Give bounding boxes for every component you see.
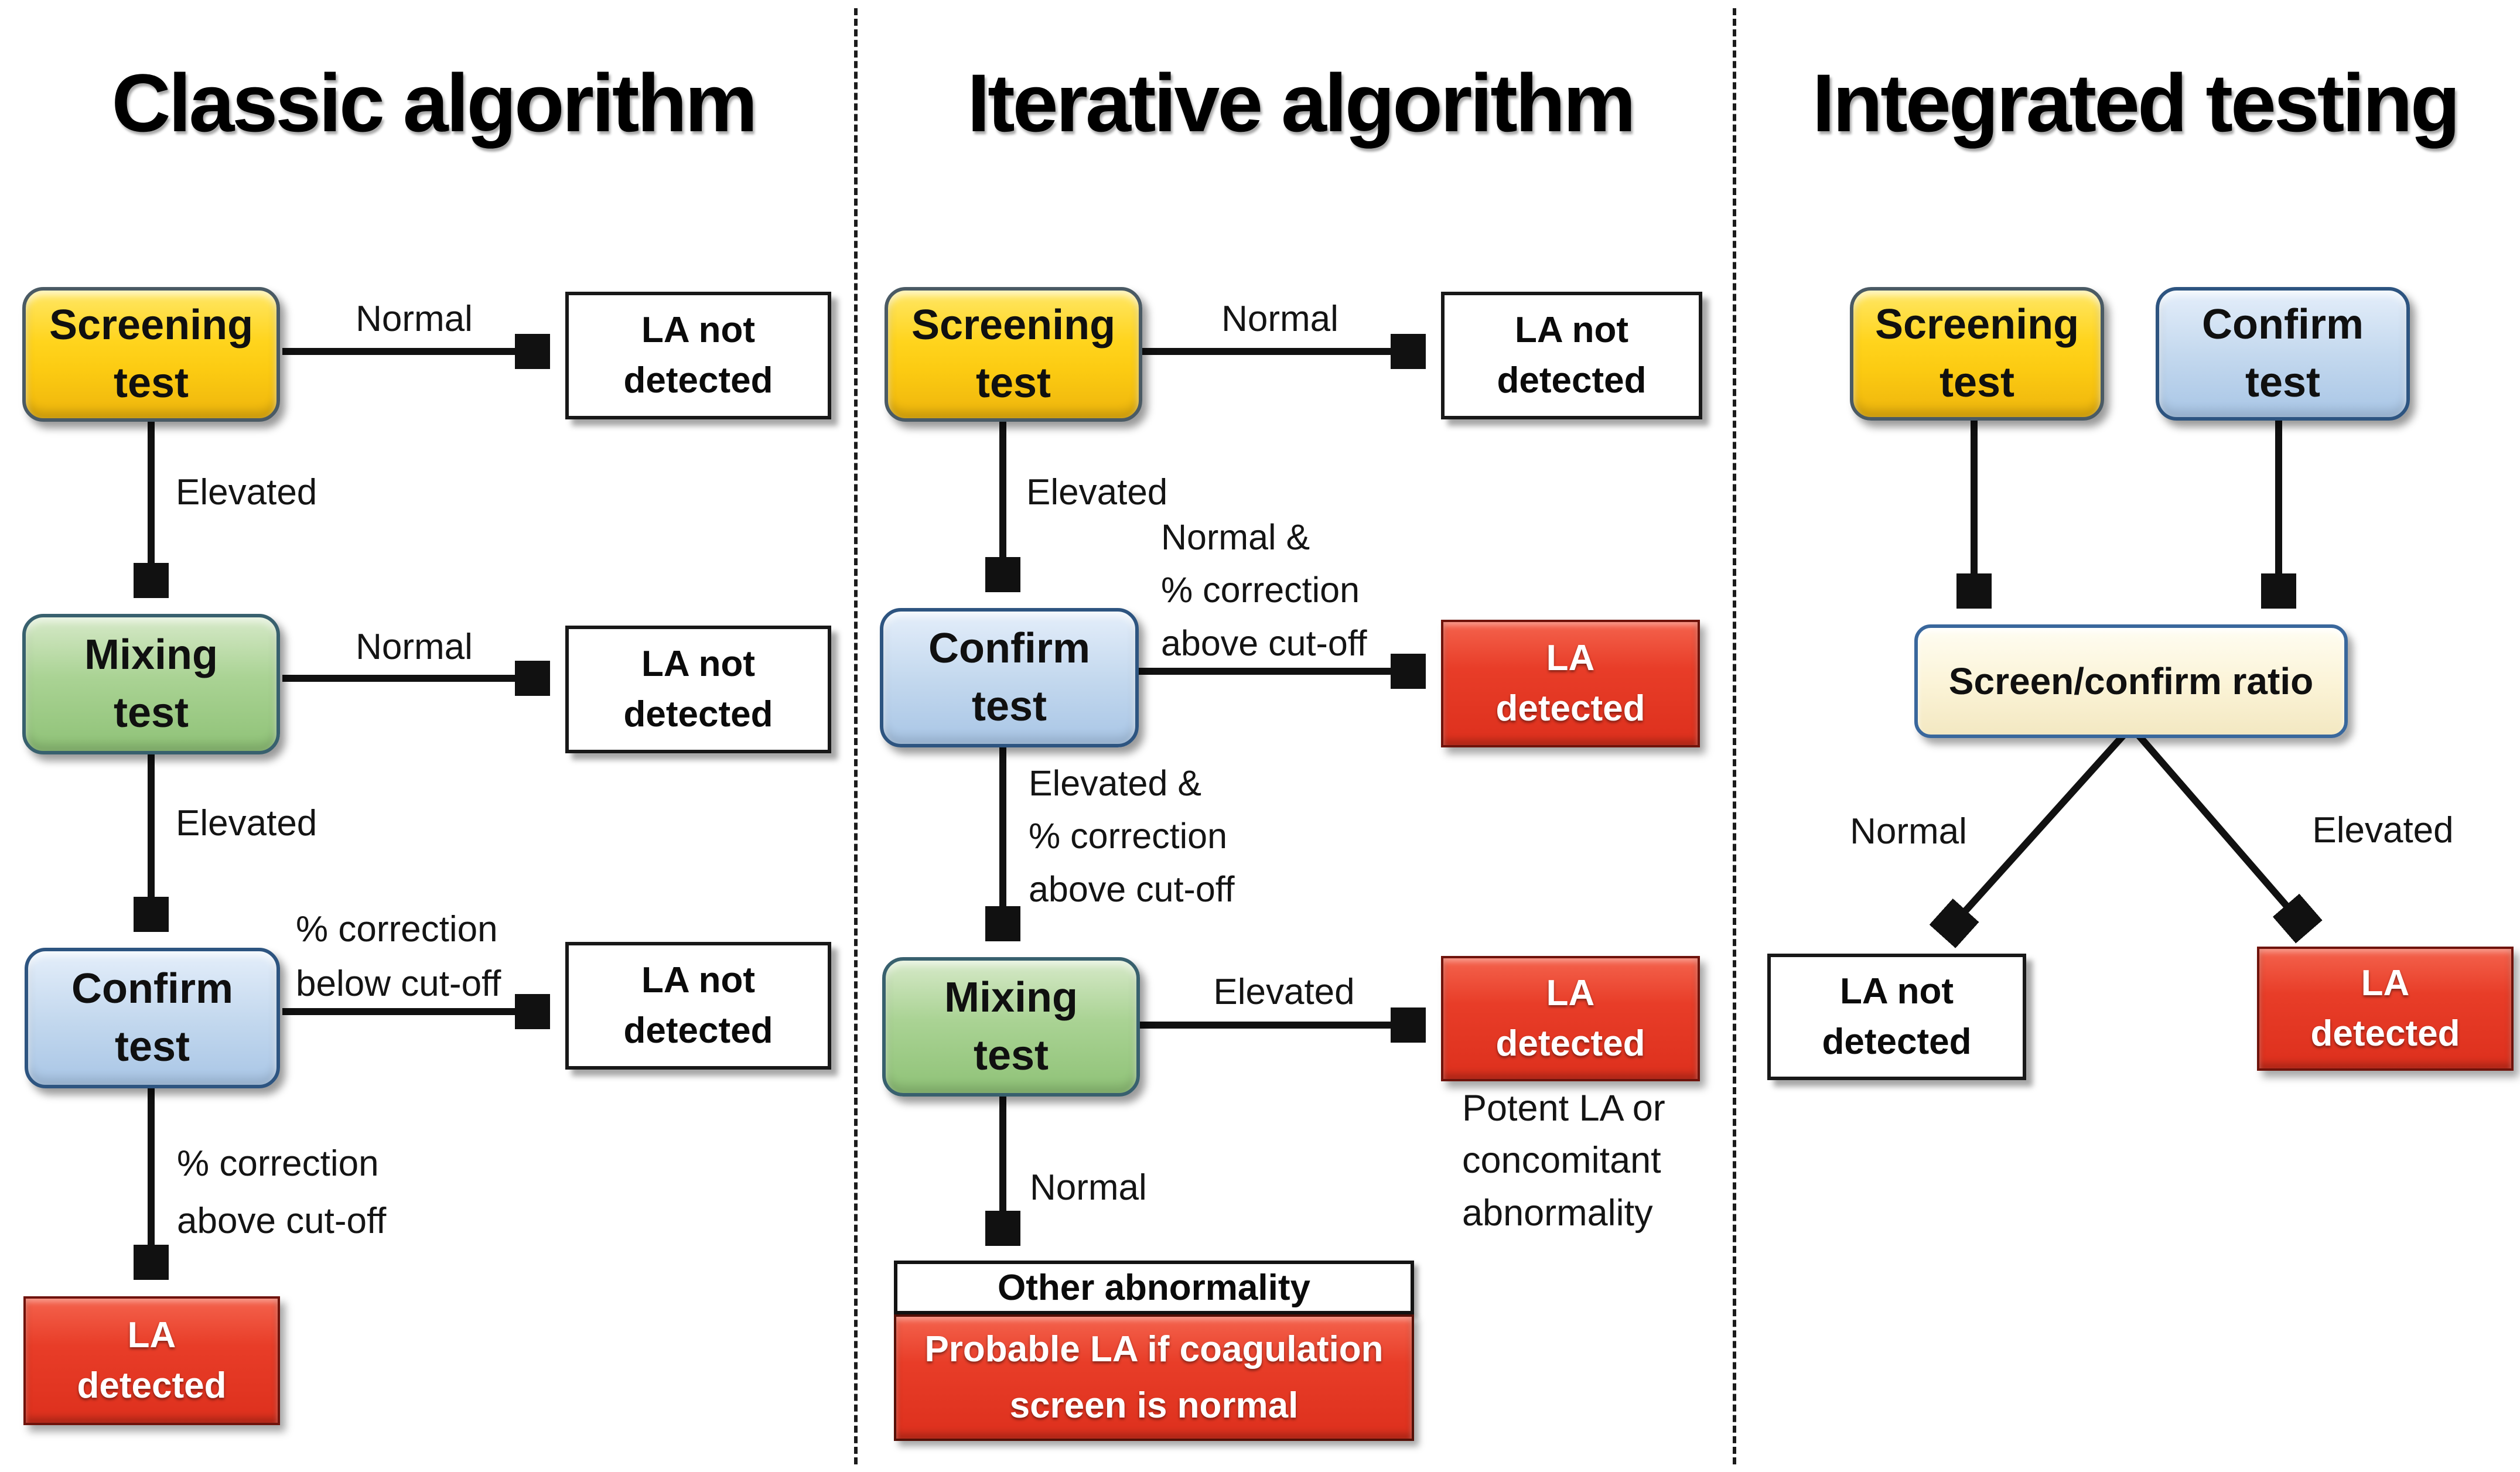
node-c2-la-not-detected: LA not detected bbox=[1441, 292, 1702, 419]
node-c1-la-not-detected-1: LA not detected bbox=[565, 292, 831, 419]
node-c2-probable-la-body: Probable LA if coagulation screen is nor… bbox=[894, 1314, 1414, 1441]
node-c1-mixing-test: Mixing test bbox=[22, 614, 280, 754]
arrow-c3-ratio-to-ladetected bbox=[2134, 731, 2306, 928]
node-c2-confirm-test: Confirm test bbox=[880, 608, 1139, 747]
column-divider-right bbox=[1733, 8, 1736, 1464]
node-c2-mixing-test: Mixing test bbox=[882, 957, 1140, 1097]
edge-label-c2-elevated-mixing: Elevated bbox=[1213, 972, 1355, 1013]
node-c2-other-abnormality-header: Other abnormality bbox=[894, 1261, 1414, 1314]
column-title-iterative: Iterative algorithm bbox=[967, 57, 1636, 149]
edge-label-c3-normal: Normal bbox=[1850, 811, 1967, 852]
node-c3-la-not-detected: LA not detected bbox=[1767, 954, 2026, 1080]
column-title-classic: Classic algorithm bbox=[111, 57, 757, 149]
edge-label-c1-pct-below-cutoff: % correction below cut-off bbox=[296, 909, 501, 1004]
column-divider-left bbox=[854, 8, 858, 1464]
edge-label-c2-normal-pct-above: Normal & % correction above cut-off bbox=[1161, 517, 1367, 663]
node-c3-screening-test: Screening test bbox=[1850, 287, 2104, 421]
node-c1-confirm-test: Confirm test bbox=[25, 948, 280, 1088]
edge-label-c2-elevated-screening: Elevated bbox=[1026, 472, 1168, 513]
node-c2-screening-test: Screening test bbox=[885, 287, 1142, 422]
node-c1-screening-test: Screening test bbox=[22, 287, 280, 422]
node-c2-la-detected-confirm: LA detected bbox=[1441, 620, 1700, 747]
edge-label-c1-pct-above-cutoff: % correction above cut-off bbox=[177, 1143, 387, 1241]
node-c3-screen-confirm-ratio: Screen/confirm ratio bbox=[1914, 624, 2348, 738]
edge-label-c2-normal-mixing: Normal bbox=[1030, 1167, 1147, 1208]
arrow-c3-ratio-to-lanot bbox=[1946, 730, 2128, 933]
edge-label-c1-normal-screening: Normal bbox=[356, 299, 473, 340]
node-c3-confirm-test: Confirm test bbox=[2156, 287, 2410, 421]
node-c1-la-detected: LA detected bbox=[23, 1296, 280, 1425]
edge-label-c1-elevated-mixing: Elevated bbox=[176, 803, 317, 843]
node-c2-other-abnormality-group: Other abnormality Probable LA if coagula… bbox=[894, 1261, 1414, 1441]
node-c1-la-not-detected-2: LA not detected bbox=[565, 626, 831, 753]
node-c2-la-detected-mixing: LA detected bbox=[1441, 956, 1700, 1081]
column-title-integrated: Integrated testing bbox=[1812, 57, 2461, 149]
node-c3-la-detected: LA detected bbox=[2257, 947, 2514, 1071]
edge-label-c3-elevated: Elevated bbox=[2312, 810, 2454, 851]
edge-label-c1-elevated-screening: Elevated bbox=[176, 472, 317, 513]
edge-label-c2-elevated-pct-above: Elevated & % correction above cut-off bbox=[1029, 763, 1235, 909]
edge-label-c2-normal-screening: Normal bbox=[1221, 299, 1338, 340]
node-c1-la-not-detected-3: LA not detected bbox=[565, 942, 831, 1070]
edge-label-c1-normal-mixing: Normal bbox=[356, 627, 473, 668]
caption-c2-potent-la: Potent LA or concomitant abnormality bbox=[1462, 1088, 1665, 1234]
